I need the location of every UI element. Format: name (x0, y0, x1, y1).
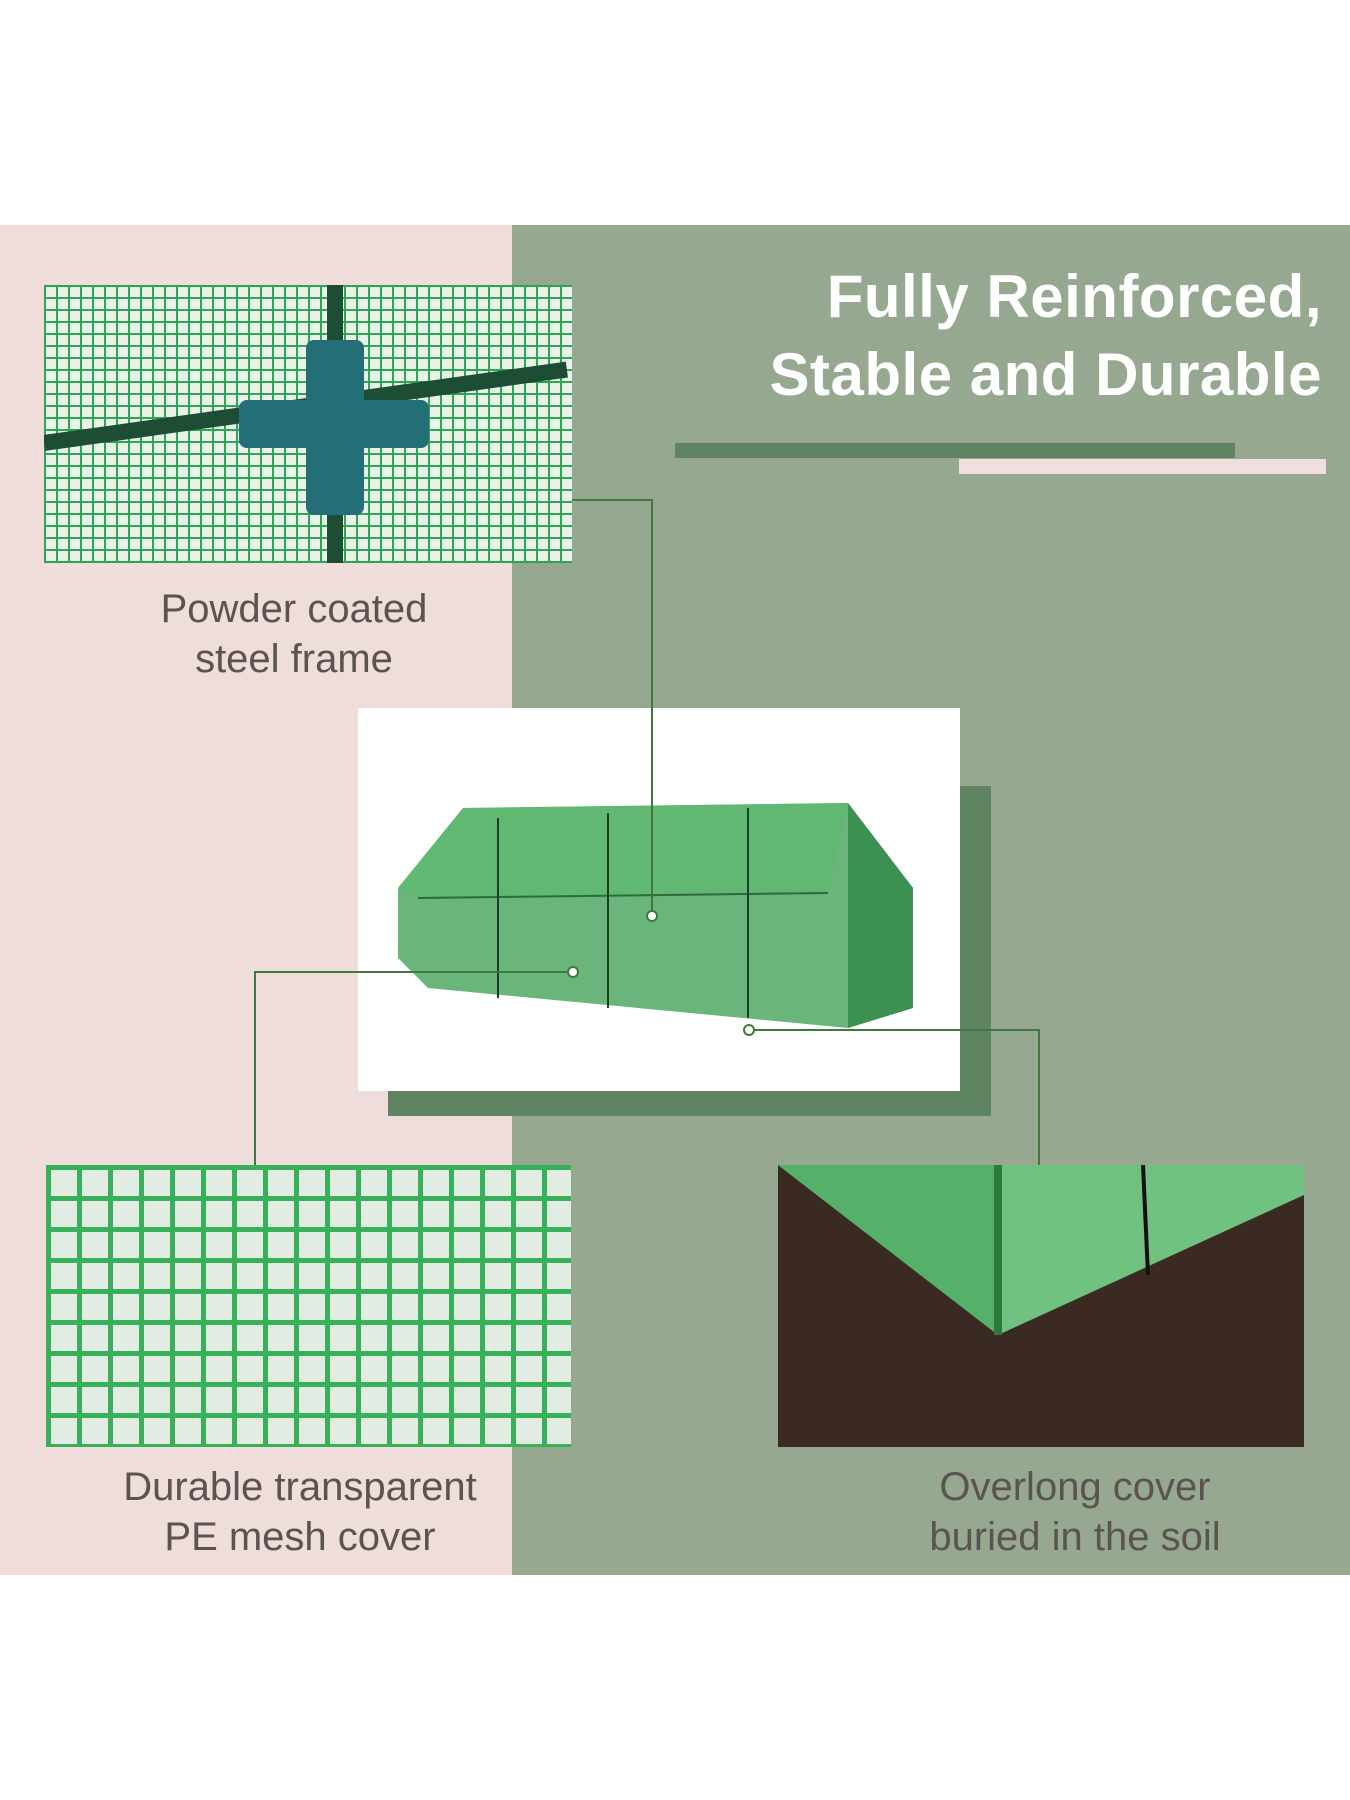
caption-line: buried in the soil (929, 1515, 1221, 1559)
headline-line-1: Fully Reinforced, (826, 263, 1322, 330)
greenhouse-illustration (398, 803, 913, 1028)
connector-line (572, 499, 653, 501)
caption-line: Durable transparent (123, 1465, 477, 1509)
headline-line-2: Stable and Durable (769, 341, 1322, 408)
steel-frame-photo (44, 285, 572, 563)
product-image (358, 708, 960, 1091)
caption-line: PE mesh cover (164, 1515, 436, 1559)
connector-line (254, 971, 256, 1165)
connector-line (651, 499, 653, 915)
callout-dot (567, 966, 579, 978)
connector-horizontal (239, 400, 429, 448)
connector-line (1038, 1029, 1040, 1165)
connector-line (254, 971, 572, 973)
caption-steel-frame: Powder coated steel frame (94, 584, 494, 684)
accent-bar-pink (959, 459, 1326, 474)
mesh-cover-photo (46, 1165, 571, 1447)
soil-mesh-illustration (778, 1165, 1304, 1335)
callout-dot (743, 1024, 755, 1036)
caption-line: Overlong cover (939, 1465, 1211, 1509)
caption-soil-cover: Overlong cover buried in the soil (855, 1462, 1295, 1562)
soil-cover-photo (778, 1165, 1304, 1447)
caption-mesh-cover: Durable transparent PE mesh cover (80, 1462, 520, 1562)
caption-line: Powder coated (160, 587, 428, 631)
callout-dot (646, 910, 658, 922)
caption-line: steel frame (195, 637, 393, 681)
connector-line (748, 1029, 1040, 1031)
accent-bar-green (675, 443, 1235, 458)
